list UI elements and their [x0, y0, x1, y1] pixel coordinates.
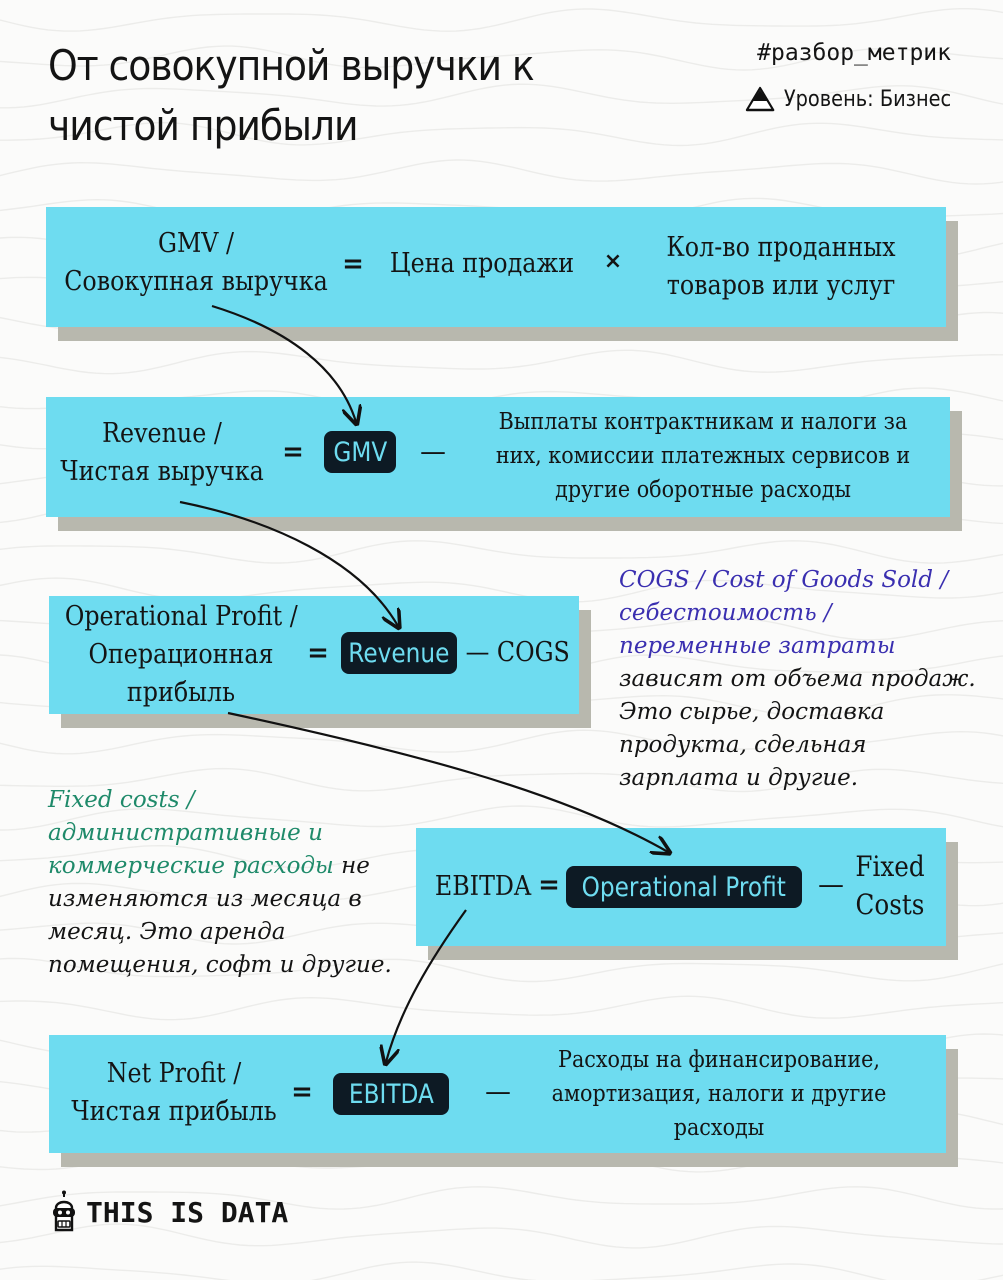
ebitda-label: EBITDA: [434, 871, 532, 902]
revenue-label-line2: Чистая выручка: [60, 456, 264, 487]
gmv-box: GMV / Совокупная выручка = Цена продажи …: [46, 207, 946, 327]
gmv-label-line2: Совокупная выручка: [64, 266, 328, 297]
fixed-note-line1: Fixed costs /: [48, 787, 195, 813]
fixed-costs-note: Fixed costs / административные и коммерч…: [48, 784, 392, 982]
ebitda-equals: =: [538, 870, 560, 900]
brand-logo: THIS IS DATA: [50, 1190, 288, 1234]
ebitda-fixed-costs: Fixed Costs: [853, 848, 927, 924]
revenue-minus: —: [420, 437, 446, 467]
background-wave-line: [0, 540, 1003, 564]
background-wave-line: [0, 957, 1003, 983]
gmv-label-line1: GMV /: [157, 228, 235, 259]
fixed-note-line3: коммерческие расходы не: [48, 850, 392, 883]
ebitda-pill-operational: Operational Profit: [566, 866, 802, 908]
net-desc-line1: Расходы на финансирование,: [558, 1047, 880, 1073]
background-wave-line: [0, 349, 1003, 375]
gmv-factor-quantity-line2: товаров или услуг: [666, 270, 896, 301]
page-title: От совокупной выручки к чистой прибыли: [48, 36, 535, 156]
fixed-note-line2: административные и: [48, 820, 323, 846]
ebitda-minus: —: [818, 870, 844, 900]
operational-pill-revenue-text: Revenue: [348, 637, 450, 669]
net-label: Net Profit / Чистая прибыль: [64, 1055, 284, 1131]
cogs-note: COGS / Cost of Goods Sold / себестоимост…: [619, 564, 976, 795]
ebitda-fixed-line1: Fixed: [855, 850, 925, 883]
fixed-note-line5: месяц. Это аренда: [48, 919, 286, 945]
cogs-note-line5: Это сырье, доставка: [619, 699, 885, 725]
net-label-line2: Чистая прибыль: [71, 1096, 277, 1127]
operational-equals: =: [307, 638, 329, 668]
ebitda-pill-operational-text: Operational Profit: [581, 871, 787, 903]
background-wave-line: [0, 83, 1003, 109]
revenue-description: Выплаты контрактникам и налоги за них, к…: [483, 405, 924, 507]
level-badge: Уровень: Бизнес: [745, 86, 951, 112]
gmv-factor-quantity: Кол-во проданных товаров или услуг: [653, 229, 908, 305]
operational-minus-cogs: — COGS: [465, 637, 570, 668]
net-description: Расходы на финансирование, амортизация, …: [539, 1043, 899, 1145]
gmv-times: ×: [603, 249, 623, 274]
gmv-label: GMV / Совокупная выручка: [64, 225, 328, 301]
revenue-equals: =: [282, 437, 304, 467]
net-profit-box: Net Profit / Чистая прибыль = EBITDA — Р…: [49, 1035, 946, 1153]
background-wave-line: [0, 1186, 1003, 1210]
revenue-pill-gmv-text: GMV: [333, 436, 387, 468]
net-label-line1: Net Profit /: [106, 1058, 242, 1089]
level-text: Уровень: Бизнес: [783, 86, 951, 112]
operational-label-line1: Operational Profit /: [64, 601, 298, 632]
fixed-note-line6: помещения, софт и другие.: [48, 952, 392, 978]
cogs-note-line7: зарплата и другие.: [619, 765, 859, 791]
gmv-equals: =: [342, 249, 364, 279]
net-desc-line3: расходы: [673, 1115, 765, 1141]
operational-profit-box: Operational Profit / Операционная прибыл…: [49, 596, 579, 714]
background-wave-line: [0, 311, 1003, 337]
gmv-factor-price: Цена продажи: [389, 248, 575, 279]
revenue-box: Revenue / Чистая выручка = GMV — Выплаты…: [46, 397, 950, 517]
background-wave-line: [0, 577, 1003, 603]
cogs-note-line6: продукта, сдельная: [619, 732, 867, 758]
fixed-note-line3-highlight: коммерческие расходы: [48, 853, 334, 879]
hashtag: #разбор_метрик: [757, 40, 951, 66]
cogs-note-line3: переменные затраты: [619, 633, 896, 659]
net-pill-ebitda: EBITDA: [333, 1073, 449, 1115]
net-minus: —: [485, 1077, 511, 1107]
cogs-note-line2: себестоимость /: [619, 600, 832, 626]
background-wave-line: [0, 1223, 1003, 1249]
background-wave-line: [0, 7, 1003, 32]
background-wave-line: [0, 1261, 1003, 1280]
ebitda-fixed-line2: Costs: [855, 888, 925, 921]
net-equals: =: [291, 1077, 313, 1107]
triangle-level-icon: [745, 86, 775, 112]
background-wave-line: [0, 159, 1003, 185]
net-desc-line2: амортизация, налоги и другие: [551, 1081, 887, 1107]
ebitda-box: EBITDA = Operational Profit — Fixed Cost…: [416, 828, 946, 946]
cogs-note-line1: COGS / Cost of Goods Sold /: [619, 567, 949, 593]
revenue-desc-line3: другие оборотные расходы: [555, 477, 851, 503]
robot-logo-icon: [53, 1190, 75, 1232]
operational-label: Operational Profit / Операционная прибыл…: [64, 598, 298, 712]
operational-pill-revenue: Revenue: [341, 632, 457, 674]
cogs-note-line4: зависят от объема продаж.: [619, 666, 976, 692]
background-wave-line: [0, 121, 1003, 147]
revenue-desc-line2: них, комиссии платежных сервисов и: [495, 443, 911, 469]
gmv-factor-quantity-line1: Кол-во проданных: [666, 232, 896, 263]
fixed-note-line3-rest: не: [333, 853, 370, 879]
revenue-pill-gmv: GMV: [324, 431, 396, 473]
revenue-label-line1: Revenue /: [102, 418, 222, 449]
title-line-2: чистой прибыли: [48, 101, 359, 150]
brand-name: THIS IS DATA: [86, 1195, 289, 1229]
background-wave-line: [0, 45, 1003, 71]
background-wave-line: [0, 995, 1003, 1021]
fixed-note-line4: изменяются из месяца в: [48, 886, 362, 912]
operational-label-line3: прибыль: [126, 677, 236, 708]
operational-label-line2: Операционная: [88, 639, 274, 670]
net-pill-ebitda-text: EBITDA: [348, 1078, 434, 1110]
title-line-1: От совокупной выручки к: [48, 41, 535, 90]
revenue-label: Revenue / Чистая выручка: [60, 415, 264, 491]
revenue-desc-line1: Выплаты контрактникам и налоги за: [498, 409, 908, 435]
